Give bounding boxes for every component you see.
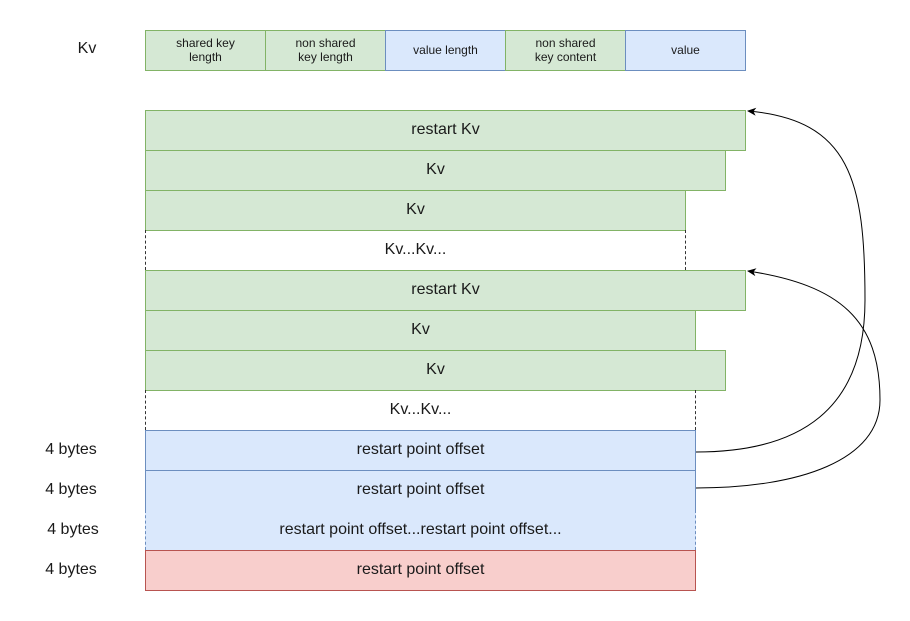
row-kv-ellipsis: Kv...Kv... xyxy=(145,230,686,270)
size-label: 4 bytes xyxy=(45,561,97,578)
row-restart-point-offset-2: restart point offset xyxy=(145,470,696,511)
size-label: 4 bytes xyxy=(45,441,97,458)
row-kv: Kv xyxy=(145,310,696,351)
row-restart-point-offset-ellipsis: restart point offset...restart point off… xyxy=(145,510,696,550)
row-kv: Kv xyxy=(145,190,686,231)
size-label: 4 bytes xyxy=(47,521,99,538)
row-restart-count: restart point offset xyxy=(145,550,696,591)
field-non-shared-key-content: non shared key content xyxy=(505,30,626,71)
field-value-length: value length xyxy=(385,30,506,71)
kv-label: Kv xyxy=(77,40,97,57)
field-non-shared-key-length: non shared key length xyxy=(265,30,386,71)
field-shared-key-length: shared key length xyxy=(145,30,266,71)
row-kv-ellipsis: Kv...Kv... xyxy=(145,390,696,430)
row-restart-kv-1: restart Kv xyxy=(145,110,746,151)
row-kv: Kv xyxy=(145,350,726,391)
row-restart-point-offset-1: restart point offset xyxy=(145,430,696,471)
row-restart-kv-2: restart Kv xyxy=(145,270,746,311)
row-kv: Kv xyxy=(145,150,726,191)
size-label: 4 bytes xyxy=(45,481,97,498)
field-value: value xyxy=(625,30,746,71)
